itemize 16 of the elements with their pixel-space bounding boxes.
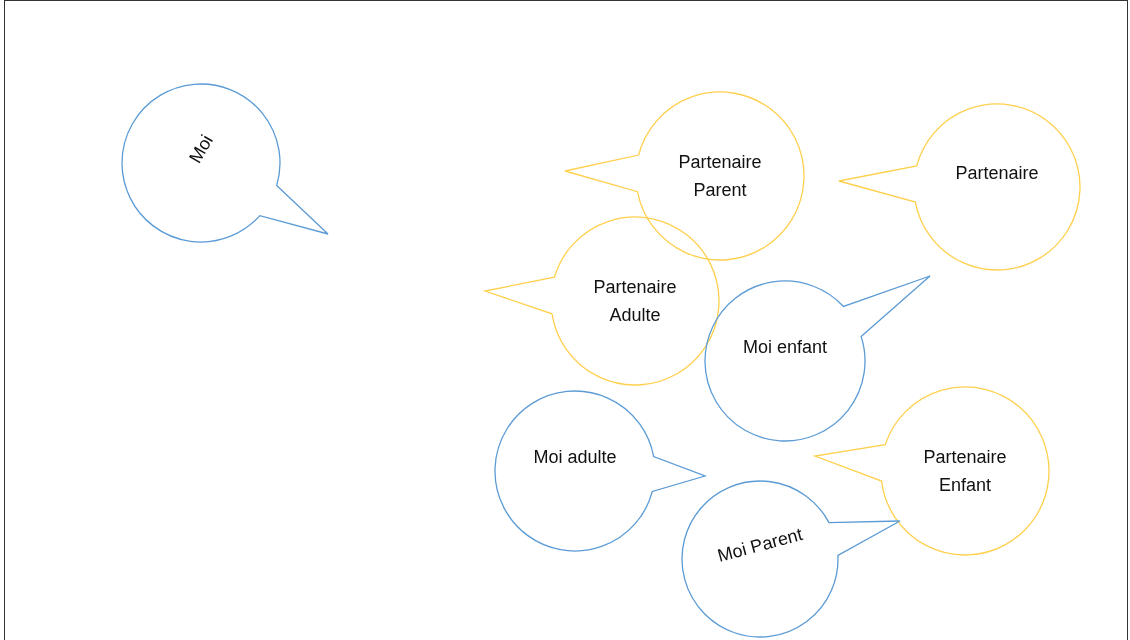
speech-bubble [493,389,707,553]
speech-bubble [703,274,932,443]
bubble-text: Partenaire [954,162,1040,185]
bubble-text: Partenaire Adulte [592,276,678,327]
bubble-text: Partenaire Enfant [922,446,1008,497]
bubble-text: Moi adulte [532,446,618,469]
speech-bubble [483,215,721,387]
speech-bubble [563,90,806,262]
bubble-text: Moi enfant [741,336,829,359]
speech-bubble [837,102,1082,272]
speech-bubble [120,82,330,244]
bubble-text: Moi Parent [714,523,806,568]
bubble-text: Moi [184,130,218,169]
bubble-text: Partenaire Parent [677,151,763,202]
speech-bubble [680,479,902,639]
speech-bubble [813,385,1051,557]
